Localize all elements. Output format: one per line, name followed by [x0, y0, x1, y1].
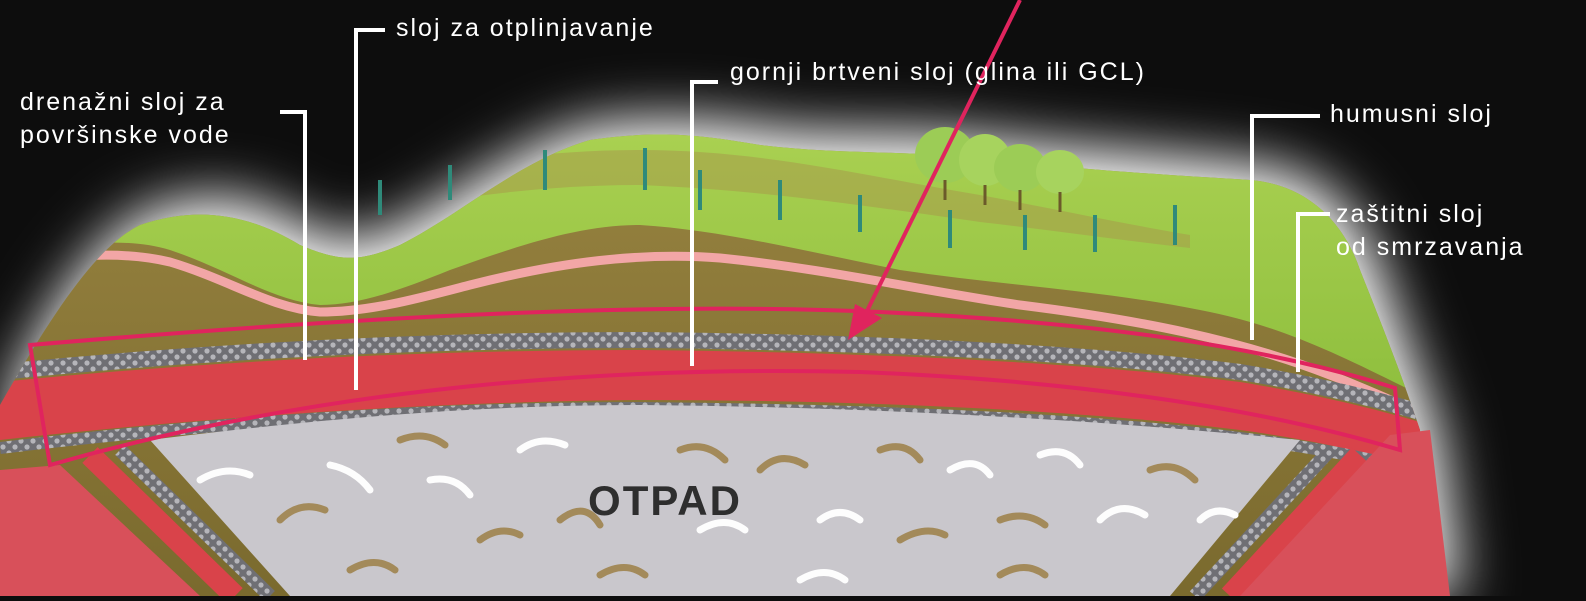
- label-frost-protection: zaštitni sloj od smrzavanja: [1336, 198, 1525, 264]
- label-humus: humusni sloj: [1330, 98, 1493, 131]
- label-surface-drainage-line-1: drenažni sloj za: [20, 86, 231, 119]
- label-surface-drainage-line-2: površinske vode: [20, 119, 231, 152]
- label-frost-protection-line-1: zaštitni sloj: [1336, 198, 1525, 231]
- label-frost-protection-line-2: od smrzavanja: [1336, 231, 1525, 264]
- waste-label: OTPAD: [0, 477, 1330, 525]
- label-upper-seal: gornji brtveni sloj (glina ili GCL): [730, 56, 1146, 89]
- label-degassing: sloj za otplinjavanje: [396, 12, 655, 45]
- label-surface-drainage: drenažni sloj za površinske vode: [20, 86, 231, 152]
